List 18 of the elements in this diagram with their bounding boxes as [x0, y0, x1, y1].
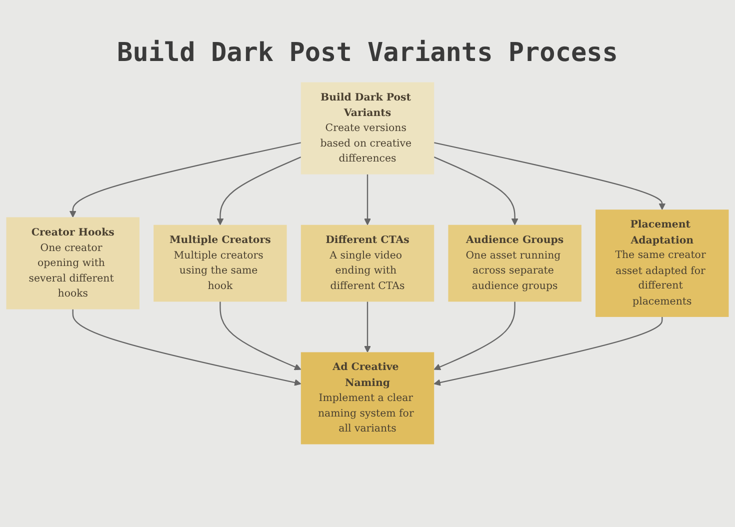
- arrow: [434, 156, 518, 226]
- arrow: [364, 174, 371, 226]
- arrow: [216, 156, 302, 226]
- node-box: Different CTAs A single video ending with different CTAs: [300, 224, 434, 302]
- diagram-title: Build Dark Post Variants Process: [116, 38, 619, 68]
- arrow: [72, 309, 302, 386]
- node-box: Build Dark Post Variants Create versions based on creative differences: [300, 82, 434, 174]
- node-box: Audience Groups One asset running across separate audience groups: [448, 224, 582, 302]
- arrow: [69, 142, 302, 218]
- node-box: Creator Hooks One creator opening with several different hooks: [6, 217, 140, 310]
- node-box: Placement Adaptation The same creator asset adapted for different placements: [596, 210, 729, 317]
- arrow: [434, 142, 666, 210]
- arrow: [364, 302, 371, 353]
- arrow: [434, 316, 663, 386]
- node-box: Ad Creative Naming Implement a clear naming system for all variants: [300, 352, 434, 444]
- arrow: [434, 302, 516, 370]
- arrow: [220, 302, 302, 370]
- node-box: Multiple Creators Multiple creators using the same hook: [154, 224, 287, 302]
